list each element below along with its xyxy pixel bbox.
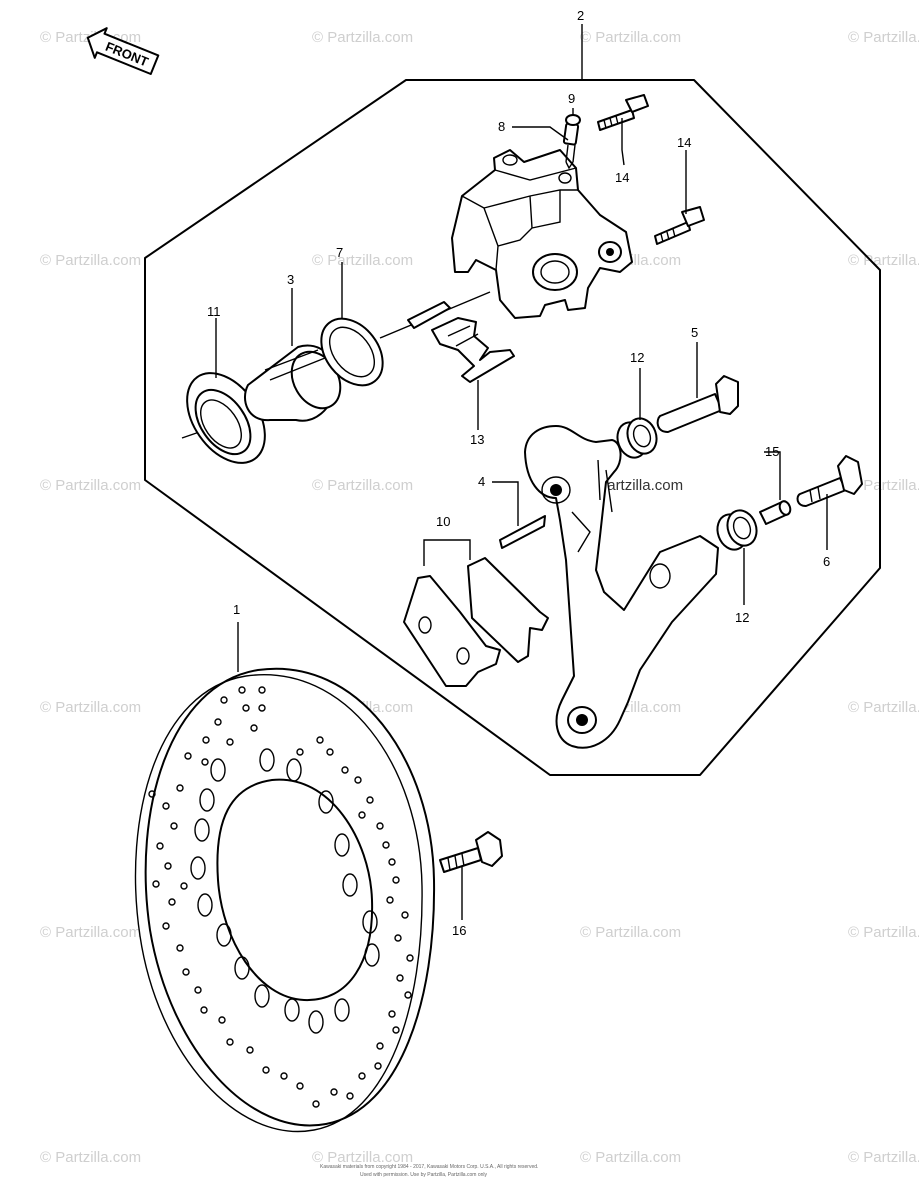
watermark: © Partzilla.com (40, 699, 141, 716)
callout-9: 9 (568, 91, 575, 106)
callout-10: 10 (436, 514, 450, 529)
watermark: © Partzilla.com (848, 29, 919, 46)
disc-bolt (439, 831, 503, 873)
pad-spring (407, 301, 515, 383)
copyright-footer: Kawasaki materials from copyright 1984 -… (320, 1164, 538, 1178)
callout-4: 4 (478, 474, 485, 489)
leader-8 (512, 126, 569, 141)
brake-disc (134, 667, 436, 1133)
leader-14a (621, 118, 625, 166)
caliper-bolt-lower (654, 206, 705, 245)
brake-pads (403, 557, 549, 687)
callout-1: 1 (233, 602, 240, 617)
watermark: © Partzilla.com (848, 699, 919, 716)
watermark: © Partzilla.com (580, 1149, 681, 1166)
piston-bore (532, 253, 578, 291)
callout-15: 15 (765, 444, 779, 459)
dust-seal (320, 317, 384, 387)
callout-12: 12 (735, 610, 749, 625)
caliper-body (451, 149, 633, 319)
callout-14: 14 (615, 170, 629, 185)
leader-4 (492, 481, 519, 526)
watermark: © Partzilla.com (848, 252, 919, 269)
watermark: © Partzilla.com (848, 477, 919, 494)
watermark: © Partzilla.com (312, 1149, 413, 1166)
anti-rattle-plate (499, 515, 546, 549)
callout-13: 13 (470, 432, 484, 447)
bleeder-cap (565, 114, 581, 126)
watermark: © Partzilla.com (312, 477, 413, 494)
leader-10 (423, 539, 471, 566)
caliper-bolt-upper (597, 94, 649, 131)
caliper-bracket (524, 425, 719, 749)
watermark: © Partzilla.com (40, 252, 141, 269)
slide-pin-lower (796, 455, 863, 507)
callout-8: 8 (498, 119, 505, 134)
watermark: © Partzilla.com (312, 29, 413, 46)
boot-lower (716, 509, 758, 551)
watermark: © Partzilla.com (848, 924, 919, 941)
callout-11: 11 (207, 304, 221, 319)
slide-pin-upper (656, 375, 739, 433)
callout-5: 5 (691, 325, 698, 340)
callout-12: 12 (630, 350, 644, 365)
boot-upper (616, 417, 658, 459)
callout-16: 16 (452, 923, 466, 938)
callout-labels: 2 9 8 14 14 7 3 11 5 12 13 15 4 10 6 1 1… (207, 8, 830, 938)
callout-7: 7 (336, 245, 343, 260)
callout-3: 3 (287, 272, 294, 287)
leader-15 (764, 451, 781, 500)
callout-14: 14 (677, 135, 691, 150)
watermark: © Partzilla.com (40, 1149, 141, 1166)
watermark: © Partzilla.com (40, 924, 141, 941)
callout-6: 6 (823, 554, 830, 569)
copyright-line-2: Used with permission. Use by Partzilla, … (360, 1172, 487, 1178)
caliper-assembly-boundary (144, 79, 881, 776)
watermark: © Partzilla.com (848, 1149, 919, 1166)
pin-sleeve (759, 500, 792, 525)
watermark: © Partzilla.com (312, 252, 413, 269)
callout-2: 2 (577, 8, 584, 23)
watermark: © Partzilla.com (580, 924, 681, 941)
watermark: © Partzilla.com (580, 29, 681, 46)
watermark: © Partzilla.com (40, 477, 141, 494)
copyright-line-1: Kawasaki materials from copyright 1984 -… (320, 1164, 538, 1170)
